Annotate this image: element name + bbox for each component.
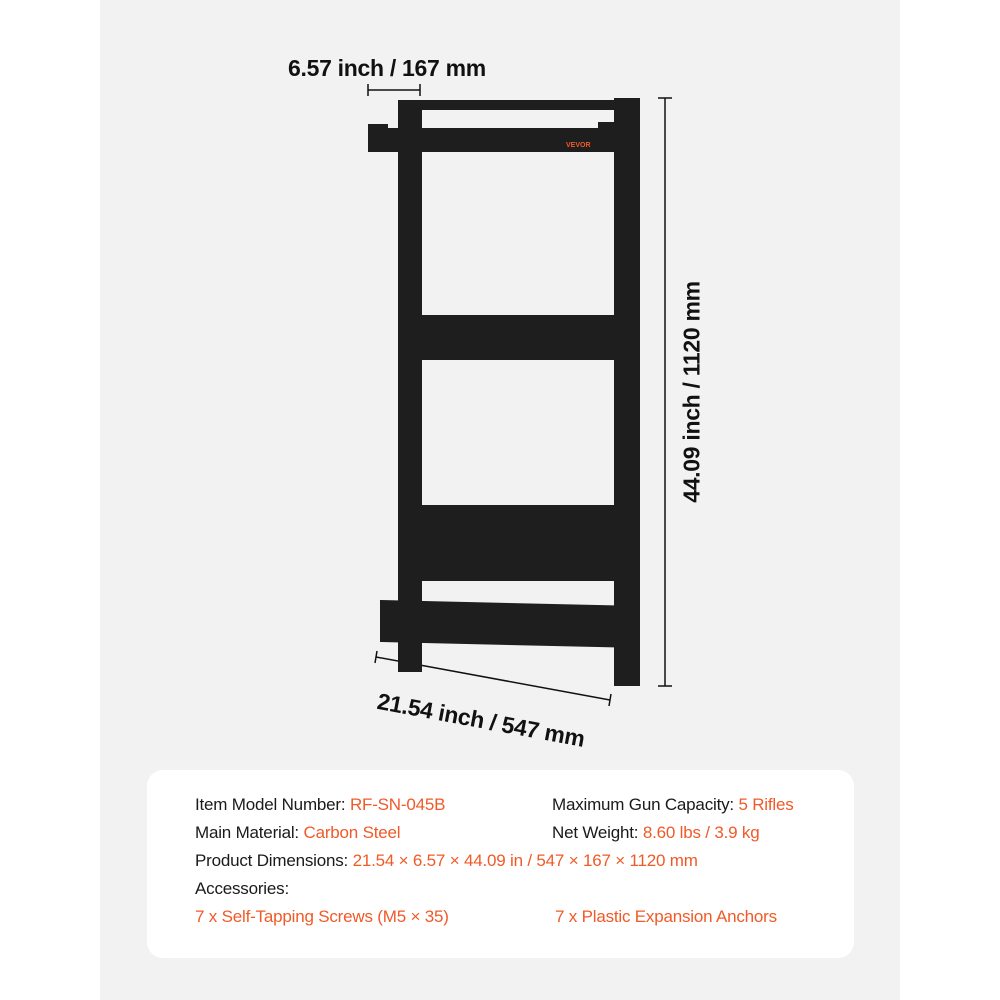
rack — [368, 98, 640, 686]
specs-card — [147, 770, 854, 958]
spec-capacity: Maximum Gun Capacity: 5 Rifles — [552, 795, 794, 814]
height-dimension-label: 44.09 inch / 1120 mm — [678, 281, 705, 503]
spec-dimensions: Product Dimensions: 21.54 × 6.57 × 44.09… — [195, 851, 698, 870]
depth-dimension-label: 6.57 inch / 167 mm — [288, 55, 486, 81]
brand-logo: VEVOR — [566, 142, 591, 149]
spec-model: Item Model Number: RF-SN-045B — [195, 795, 446, 814]
spec-accessories-label: Accessories: — [195, 879, 289, 898]
spec-weight: Net Weight: 8.60 lbs / 3.9 kg — [552, 823, 760, 842]
accessory-anchors: 7 x Plastic Expansion Anchors — [555, 907, 777, 926]
spec-material: Main Material: Carbon Steel — [195, 823, 401, 842]
accessory-screws: 7 x Self-Tapping Screws (M5 × 35) — [195, 907, 449, 926]
